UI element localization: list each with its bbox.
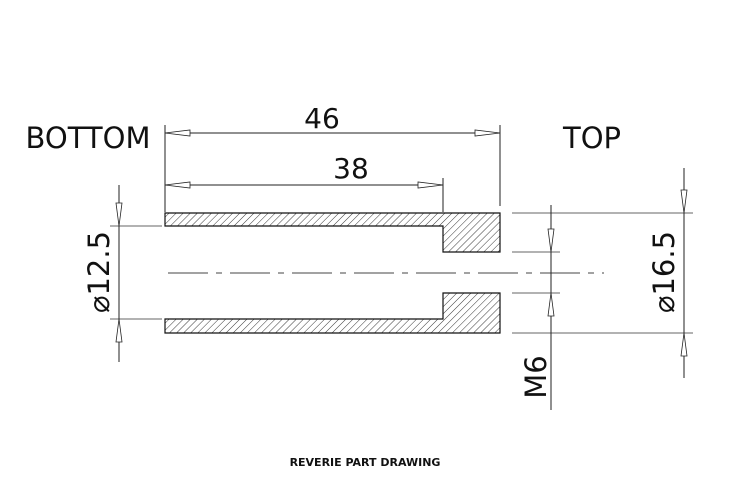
dimension-bottom-diameter: ⌀12.5 <box>82 185 162 362</box>
thread-text: M6 <box>519 355 553 398</box>
dia-top-text: ⌀16.5 <box>647 231 681 313</box>
dia-bottom-text: ⌀12.5 <box>82 231 116 313</box>
dimension-46-text: 46 <box>304 102 340 135</box>
diameter-symbol: ⌀ <box>82 296 116 313</box>
dimension-bore-depth: 38 <box>164 152 444 212</box>
diameter-symbol: ⌀ <box>647 296 681 313</box>
dia-top-value: 16.5 <box>647 231 681 296</box>
dimension-overall-length: 46 <box>164 102 501 212</box>
part-section <box>164 212 501 334</box>
dia-bottom-value: 12.5 <box>82 231 116 296</box>
top-label: TOP <box>562 121 621 155</box>
drawing-caption: REVERIE PART DRAWING <box>290 456 441 469</box>
dimension-top-diameter: ⌀16.5 <box>512 168 693 378</box>
dimension-38-text: 38 <box>333 152 369 185</box>
bottom-label: BOTTOM <box>26 121 151 155</box>
dimension-thread: M6 <box>512 205 560 410</box>
